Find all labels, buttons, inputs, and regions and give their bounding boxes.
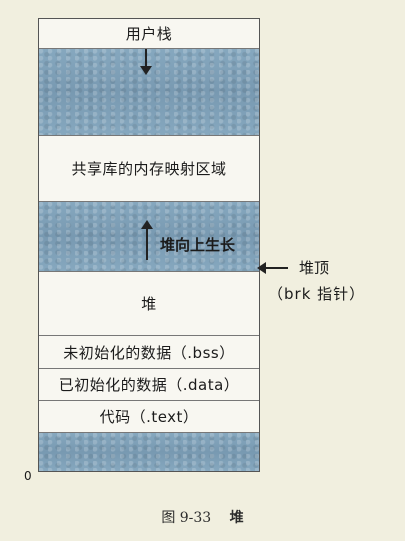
segment-label: 未初始化的数据（.bss） (63, 343, 235, 362)
segment-label: 已初始化的数据（.data） (58, 376, 240, 394)
segment-label: 代码（.text） (99, 408, 199, 426)
segment-unused-gap (39, 48, 259, 135)
figure-caption: 图 9-33 堆 (0, 507, 405, 527)
figure-title: 堆 (229, 510, 244, 526)
segment-label: 共享库的内存映射区域 (71, 160, 227, 178)
brk-pointer-label: （brk 指针） (268, 285, 366, 303)
segment-data: 已初始化的数据（.data） (39, 368, 259, 400)
stack-grows-down-arrow-icon (140, 49, 152, 75)
heap-top-label: 堆顶 (299, 259, 330, 277)
segment-low-reserved (39, 432, 259, 471)
figure-number: 图 9-33 (161, 510, 212, 526)
segment-unused-gap (39, 201, 259, 271)
segment-text: 代码（.text） (39, 400, 259, 432)
segment-shared-libraries: 共享库的内存映射区域 (39, 135, 259, 201)
segment-label: 用户栈 (125, 25, 173, 43)
segment-user-stack: 用户栈 (39, 19, 259, 48)
heap-grows-up-arrow-icon (141, 220, 153, 260)
heap-grows-up-label: 堆向上生长 (160, 236, 236, 254)
segment-bss: 未初始化的数据（.bss） (39, 335, 259, 368)
address-zero-label: 0 (24, 469, 32, 483)
memory-layout: 用户栈 共享库的内存映射区域 堆 未初始化的数据（.bss） 已初始化的数据（.… (38, 18, 260, 472)
segment-label: 堆 (141, 295, 157, 313)
heap-top-pointer-arrow-icon (257, 262, 288, 274)
segment-heap: 堆 (39, 271, 259, 335)
